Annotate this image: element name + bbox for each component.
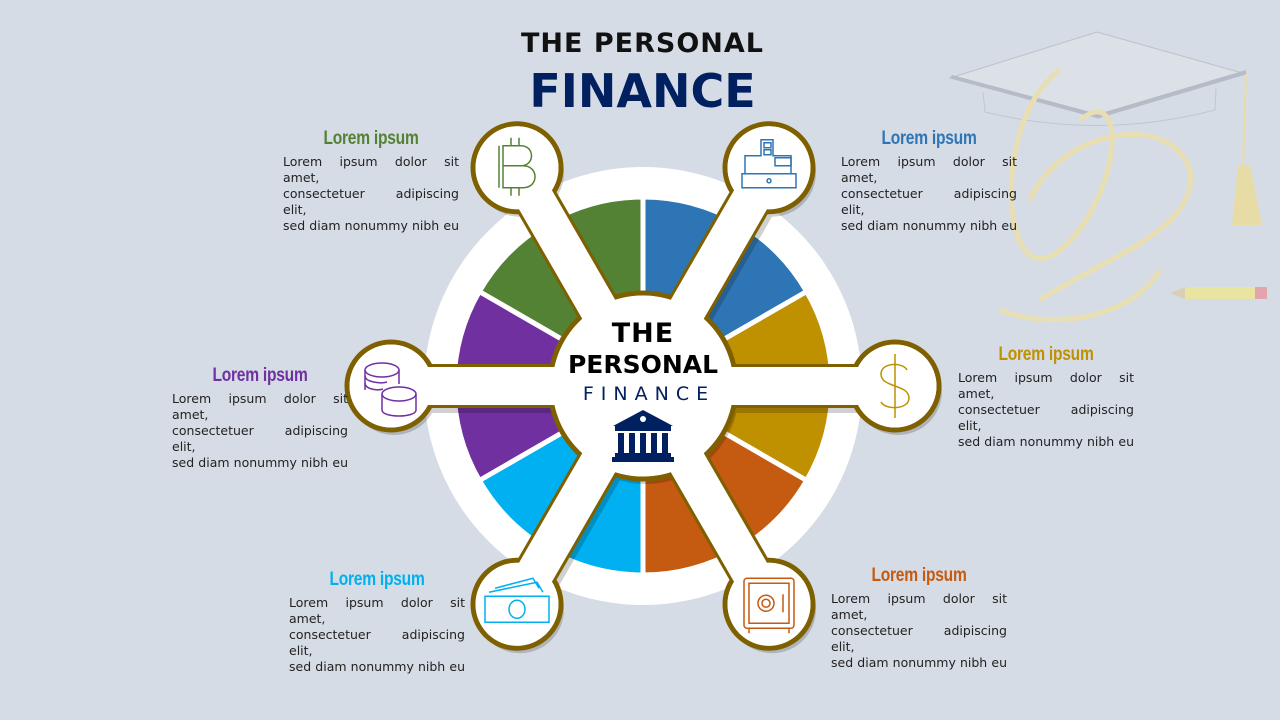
item-text: Lorem ipsum dolor sit amet,consectetuer … <box>841 154 1017 233</box>
dollar-icon <box>880 354 910 418</box>
bank-icon <box>612 410 674 462</box>
cash-register-icon <box>741 139 797 189</box>
spokes <box>349 126 937 646</box>
banknotes-icon <box>484 577 550 623</box>
item-title: Lorem ipsum <box>323 128 419 149</box>
page-title-line2: FINANCE <box>529 64 756 118</box>
item-coins: Lorem ipsum Lorem ipsum dolor sit amet,c… <box>172 365 348 471</box>
item-text: Lorem ipsum dolor sit amet,consectetuer … <box>172 391 348 470</box>
item-title: Lorem ipsum <box>881 128 977 149</box>
item-safe: Lorem ipsum Lorem ipsum dolor sit amet,c… <box>831 565 1007 671</box>
safe-icon <box>743 577 795 634</box>
bitcoin-icon <box>498 137 536 196</box>
item-text: Lorem ipsum dolor sit amet,consectetuer … <box>289 595 465 674</box>
item-bitcoin: Lorem ipsum Lorem ipsum dolor sit amet,c… <box>283 128 459 234</box>
coins-icon <box>364 362 417 417</box>
item-title: Lorem ipsum <box>212 365 308 386</box>
item-title: Lorem ipsum <box>998 344 1094 365</box>
page-title-line1: THE PERSONAL <box>521 28 764 59</box>
item-title: Lorem ipsum <box>871 565 967 586</box>
item-dollar: Lorem ipsum Lorem ipsum dolor sit amet,c… <box>958 344 1134 450</box>
center-title-line3: FINANCE <box>582 383 716 405</box>
item-cash-register: Lorem ipsum Lorem ipsum dolor sit amet,c… <box>841 128 1017 234</box>
center-title-line2: PERSONAL <box>567 350 719 379</box>
item-text: Lorem ipsum dolor sit amet,consectetuer … <box>831 591 1007 670</box>
item-text: Lorem ipsum dolor sit amet,consectetuer … <box>958 370 1134 449</box>
center-title-line1: THE <box>611 318 675 349</box>
item-banknotes: Lorem ipsum Lorem ipsum dolor sit amet,c… <box>289 569 465 675</box>
item-text: Lorem ipsum dolor sit amet,consectetuer … <box>283 154 459 233</box>
item-title: Lorem ipsum <box>329 569 425 590</box>
